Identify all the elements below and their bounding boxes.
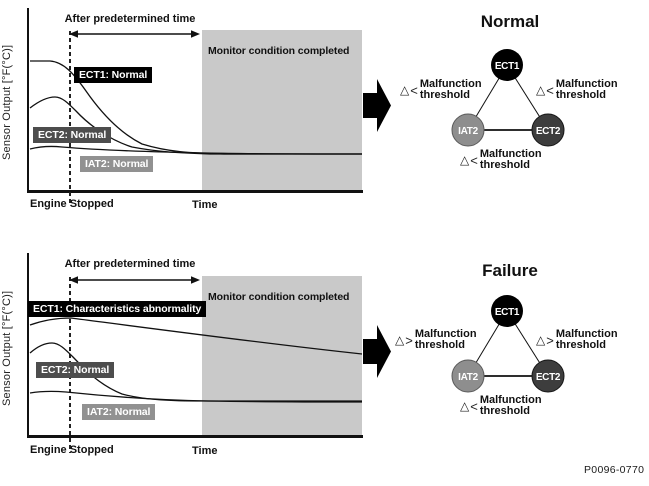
flow-arrow-icon xyxy=(363,325,391,378)
monitor-region xyxy=(202,276,362,435)
comparator: > xyxy=(405,332,413,348)
monitor-region xyxy=(202,30,362,190)
engine-stopped-dashed-line xyxy=(69,31,71,206)
flow-arrow-icon xyxy=(363,79,391,132)
comparator: < xyxy=(470,398,478,414)
diagram-title-failure: Failure xyxy=(482,261,538,280)
sensor-triangle-diagram: ECT1 IAT2 ECT2 xyxy=(451,49,565,147)
series-label-ect2: ECT2: Normal xyxy=(33,127,112,143)
node-iat2 xyxy=(451,113,485,147)
comparator: < xyxy=(470,152,478,168)
threshold-text: threshold xyxy=(419,89,470,101)
node-ect1 xyxy=(491,49,523,81)
threshold-text: Malfunction xyxy=(479,394,542,406)
double-arrow-icon xyxy=(69,276,200,284)
y-axis-label: Sensor Output [°F(°C)] xyxy=(1,290,13,406)
node-iat2-label: IAT2 xyxy=(458,372,478,383)
node-ect1 xyxy=(491,295,523,327)
series-label-iat2: IAT2: Normal xyxy=(80,156,154,172)
node-ect2-label: ECT2 xyxy=(536,126,561,137)
figure-code: P0096-0770 xyxy=(584,464,645,476)
series-label-ect2: ECT2: Normal xyxy=(36,362,115,378)
node-iat2 xyxy=(451,359,485,393)
sensor-triangle-diagram: ECT1 IAT2 ECT2 xyxy=(451,295,565,393)
node-ect2 xyxy=(531,113,565,147)
double-arrow-icon xyxy=(69,30,200,38)
curve-iat2 xyxy=(29,145,363,155)
threshold-text: threshold xyxy=(479,159,530,171)
time-axis-label: Time xyxy=(192,445,218,457)
curve-iat2 xyxy=(29,390,363,403)
sensor-output-plot xyxy=(29,317,363,403)
comparator: < xyxy=(410,82,418,98)
delta-icon: △ xyxy=(400,83,410,97)
node-ect1-label: ECT1 xyxy=(495,307,520,318)
delta-icon: △ xyxy=(460,153,470,167)
node-ect2 xyxy=(531,359,565,393)
threshold-text: Malfunction xyxy=(419,78,482,90)
series-label-ect1: ECT1: Characteristics abnormality xyxy=(28,301,207,317)
y-axis xyxy=(27,8,29,193)
curve-ect1 xyxy=(29,317,363,355)
comparator: > xyxy=(546,332,554,348)
y-axis xyxy=(27,253,29,438)
time-axis-label: Time xyxy=(192,199,218,211)
delta-icon: △ xyxy=(536,83,546,97)
monitor-region-label: Monitor condition completed xyxy=(208,291,350,303)
delta-icon: △ xyxy=(460,399,470,413)
threshold-text: Malfunction xyxy=(555,78,618,90)
diagram-title-normal: Normal xyxy=(480,12,540,31)
y-axis-label: Sensor Output [°F(°C)] xyxy=(1,44,13,160)
node-ect1-label: ECT1 xyxy=(495,61,520,72)
threshold-text: Malfunction xyxy=(414,328,477,340)
curve-ect2 xyxy=(29,96,362,155)
duration-label: After predetermined time xyxy=(64,13,196,25)
origin-label: Engine Stopped xyxy=(30,198,114,210)
threshold-text: threshold xyxy=(479,405,530,417)
threshold-text: threshold xyxy=(555,89,606,101)
duration-label: After predetermined time xyxy=(64,258,196,270)
x-axis xyxy=(27,435,363,438)
node-ect2-label: ECT2 xyxy=(536,372,561,383)
node-iat2-label: IAT2 xyxy=(458,126,478,137)
series-label-ect1: ECT1: Normal xyxy=(74,67,153,83)
threshold-text: threshold xyxy=(555,339,606,351)
sensor-output-plot xyxy=(29,60,363,155)
origin-label: Engine Stopped xyxy=(30,444,114,456)
delta-icon: △ xyxy=(536,333,546,347)
threshold-text: Malfunction xyxy=(555,328,618,340)
monitor-region-label: Monitor condition completed xyxy=(208,45,350,57)
series-label-iat2: IAT2: Normal xyxy=(82,404,156,420)
delta-icon: △ xyxy=(395,333,405,347)
comparator: < xyxy=(546,82,554,98)
threshold-text: threshold xyxy=(414,339,465,351)
threshold-text: Malfunction xyxy=(479,148,542,160)
x-axis xyxy=(27,190,363,193)
